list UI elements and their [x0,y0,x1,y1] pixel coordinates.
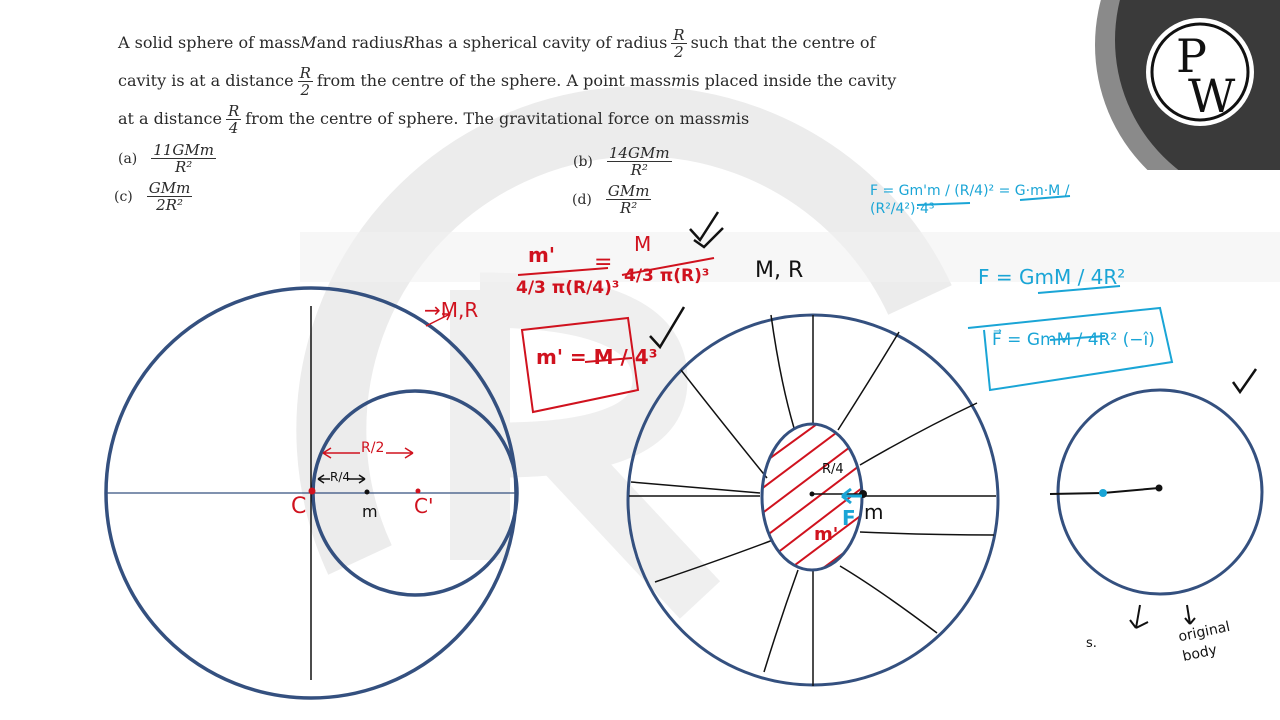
label-m-left: m [362,502,378,521]
watermark-logo [296,86,1280,619]
red-equals: = [594,250,613,275]
label-s: s. [1086,636,1097,651]
label-c-prime: C' [414,494,434,518]
red-m1-denominator: 4/3 π(R/4)³ [516,278,620,298]
label-r-over-4: R/4 [330,470,351,484]
red-label-mr: →M,R [424,298,479,322]
label-m-middle: m [864,500,884,524]
label-mr-black: M, R [755,258,804,283]
red-boxed-result: m' = M / 4³ [536,345,658,369]
left-sphere-diagram [104,286,519,700]
label-c: C [291,494,307,519]
pw-logo: P W [1080,0,1280,170]
svg-text:P: P [1176,29,1207,83]
red-M-denominator: 4/3 π(R)³ [624,266,710,286]
blue-equation-2: F = GmM / 4R² [978,265,1126,289]
red-M-numerator: M [634,232,652,256]
pw-logo-icon: P W [1095,0,1280,170]
question-text: A solid sphere of mass M and radius R ha… [118,24,1048,138]
red-result-box [520,316,640,414]
label-original-body: original body [1177,618,1232,665]
question-line-1: A solid sphere of mass M and radius R ha… [118,25,876,61]
svg-text:W: W [1188,69,1236,123]
label-force-f: F [842,506,856,530]
label-r-over-2: R/2 [361,440,385,456]
blue-equation-1: F = Gm'm / (R/4)² = G·m·M / (R²/4²)·4³ [870,183,1070,217]
red-m1-numerator: m' [528,243,555,267]
label-r-over-4-middle: R/4 [822,462,844,477]
blue-derivation-lines [916,195,1174,392]
check-marks [649,211,1258,395]
blue-boxed-result: F⃗ = GmM / 4R² (−î) [992,330,1155,350]
right-sphere-diagram [1049,388,1264,629]
label-m-prime: m' [814,524,839,545]
